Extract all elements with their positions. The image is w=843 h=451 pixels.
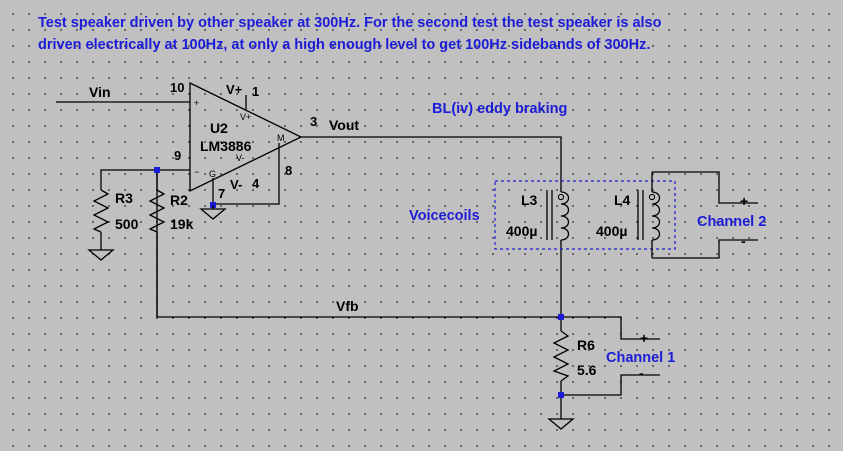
r2-value: 19k (170, 216, 194, 232)
channel-2-plus: + (740, 193, 748, 209)
opamp-g-symbol: G (209, 169, 216, 179)
junction-dot (558, 392, 564, 398)
opamp-u2[interactable]: + − V+ V- G M (56, 81, 303, 205)
resistor-r2[interactable] (148, 189, 166, 233)
channel-2-minus: - (741, 233, 746, 249)
pin-4-label: 4 (252, 176, 260, 191)
opamp-minus-symbol: − (194, 167, 199, 177)
r6-ref: R6 (577, 337, 595, 353)
wires (100, 136, 758, 419)
pin-3-label: 3 (310, 114, 317, 129)
l3-value: 400µ (506, 223, 537, 239)
pin-9-label: 9 (174, 148, 181, 163)
opamp-vplus-symbol: V+ (240, 112, 251, 122)
opamp-part: LM3886 (200, 138, 252, 154)
r6-value: 5.6 (577, 362, 597, 378)
junction-dot (558, 314, 564, 320)
r3-value: 500 (115, 216, 139, 232)
channel-1-plus: + (640, 330, 648, 346)
r3-ref: R3 (115, 190, 133, 206)
ground-icon (87, 248, 115, 261)
vminus-label: V- (230, 177, 242, 192)
eddy-braking-label: BL(iv) eddy braking (432, 101, 567, 117)
l4-ref: L4 (614, 192, 631, 208)
ground-icon (547, 418, 575, 430)
r2-ref: R2 (170, 192, 188, 208)
junction-dot (154, 167, 160, 173)
pin-1-label: 1 (252, 84, 259, 99)
channel-2-label: Channel 2 (697, 214, 766, 230)
opamp-plus-symbol: + (194, 98, 199, 108)
channel-1-label: Channel 1 (606, 350, 675, 366)
ground-icon (199, 205, 227, 220)
note-line-1: Test speaker driven by other speaker at … (38, 15, 662, 31)
vplus-label: V+ (226, 82, 243, 97)
resistor-r3[interactable] (92, 189, 110, 233)
transformer-voicecoils[interactable] (494, 172, 676, 258)
opamp-vminus-symbol: V- (236, 153, 245, 163)
l4-value: 400µ (596, 223, 627, 239)
opamp-ref: U2 (210, 120, 228, 136)
voicecoils-label: Voicecoils (409, 208, 480, 224)
pin-10-label: 10 (170, 80, 184, 95)
note-line-2: driven electrically at 100Hz, at only a … (38, 37, 650, 53)
net-vin: Vin (89, 84, 111, 100)
l3-ref: L3 (521, 192, 538, 208)
channel-1-minus: - (639, 365, 644, 381)
pin-7-label: 7 (218, 186, 225, 201)
pin-8-label: 8 (285, 163, 292, 178)
net-vfb: Vfb (336, 298, 359, 314)
net-vout: Vout (329, 117, 359, 133)
opamp-m-symbol: M (277, 133, 285, 143)
resistor-r6[interactable] (552, 330, 570, 382)
